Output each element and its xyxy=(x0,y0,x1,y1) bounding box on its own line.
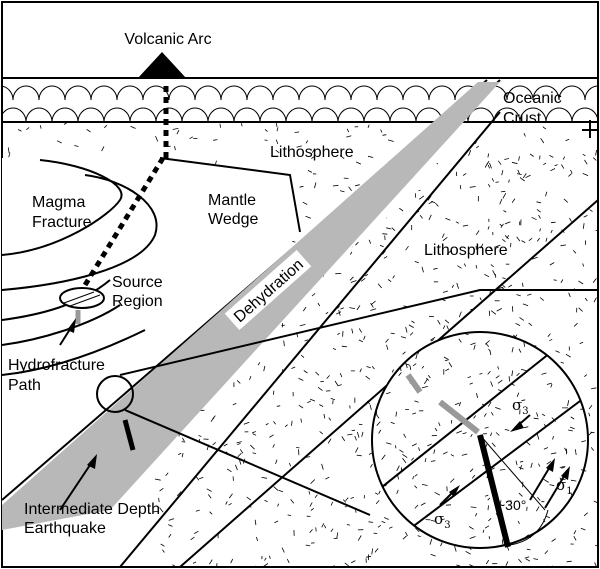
hydrofracture-label-1: Hydrofracture xyxy=(8,357,105,374)
earthquake-label-1: Intermediate Depth xyxy=(24,501,160,518)
magma-conduit-diagonal xyxy=(79,156,166,292)
sigma3-arrow-top xyxy=(510,414,531,432)
earthquake-fault-segment xyxy=(122,419,136,451)
callout-lines xyxy=(119,289,598,516)
lithosphere-upper-label: Lithosphere xyxy=(270,144,354,161)
magma-fracture-contours xyxy=(1,159,158,376)
mantle-wedge-label-1: Mantle xyxy=(208,192,256,209)
mantle-wedge-boundary xyxy=(159,157,301,233)
source-region-label-1: Source xyxy=(112,274,163,291)
hydrofracture-label-2: Path xyxy=(8,377,41,394)
source-region-label-2: Region xyxy=(112,293,163,310)
angle-label: ~30° xyxy=(497,497,526,513)
inset-magnifier xyxy=(371,331,589,549)
oceanic-crust-label-1: Oceanic xyxy=(503,90,562,107)
oceanic-crust-label-2: Crust xyxy=(503,110,542,127)
inset-angle-arc xyxy=(509,509,549,546)
volcano-icon xyxy=(138,52,186,78)
volcanic-arc-label: Volcanic Arc xyxy=(124,31,211,48)
lithosphere-lower-label: Lithosphere xyxy=(424,242,508,259)
inset-angle-ray xyxy=(479,434,546,511)
oceanic-crust-tick xyxy=(582,120,598,138)
inset-gray-dash-1 xyxy=(405,373,423,394)
earthquake-label-2: Earthquake xyxy=(24,520,106,537)
sigma1-label: σ1 xyxy=(556,476,573,497)
inset-fault-line xyxy=(477,434,511,548)
inset-gray-dash-2 xyxy=(438,399,480,435)
sigma3-arrow-bottom xyxy=(439,485,460,506)
sigma1-arrows xyxy=(529,458,570,509)
inset-boundary-upper xyxy=(394,394,588,541)
mantle-wedge-region xyxy=(2,158,300,530)
mantle-wedge-label-2: Wedge xyxy=(208,211,259,228)
magma-fracture-label-2: Fracture xyxy=(32,214,92,231)
magma-fracture-label-1: Magma xyxy=(32,194,85,211)
earthquake-focus-circle xyxy=(96,375,134,413)
hydrofracture-arrow-lower xyxy=(59,454,97,511)
sigma3-top-label: σ3 xyxy=(512,396,529,417)
source-region-ellipse xyxy=(59,287,105,309)
hydrofracture-arrow-upper xyxy=(59,318,76,346)
sigma3-bottom-label: σ3 xyxy=(434,510,451,531)
